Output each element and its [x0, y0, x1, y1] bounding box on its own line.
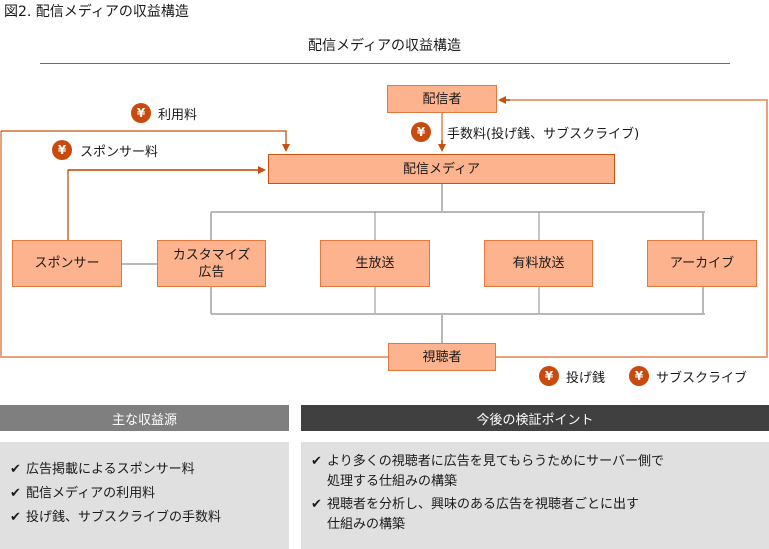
title-divider	[40, 63, 730, 64]
label-subscribe: サブスクライブ	[656, 371, 748, 386]
revenue-source-list: ✔ 広告掲載によるスポンサー料 ✔ 配信メディアの利用料 ✔ 投げ銭、サブスクライブの…	[0, 460, 289, 527]
figure-title: 図2. 配信メディアの収益構造	[4, 4, 189, 20]
check-icon: ✔	[10, 462, 21, 477]
verification-point-list: ✔ より多くの視聴者に広告を見てもらうためにサーバー側で 処理する仕組みの構築 ✔…	[301, 452, 769, 535]
node-viewer: 視聴者	[388, 343, 496, 371]
flow-line-usage-fee	[1, 130, 290, 152]
panel-left-header: 主な収益源	[0, 405, 289, 431]
panel-right-body: ✔ より多くの視聴者に広告を見てもらうためにサーバー側で 処理する仕組みの構築 ✔…	[301, 442, 769, 549]
check-icon: ✔	[10, 510, 21, 525]
list-item: ✔ 配信メディアの利用料	[0, 484, 289, 503]
label-tip: 投げ銭	[566, 371, 606, 386]
node-paid: 有料放送	[484, 240, 593, 287]
list-item-text: 広告掲載によるスポンサー料	[26, 462, 195, 477]
label-commission: 手数料(投げ銭、サブスクライブ)	[447, 127, 640, 142]
flow-line-viewer-usage-fee	[0, 131, 388, 358]
node-custom-ad: カスタマイズ 広告	[157, 240, 266, 287]
list-item-text: 配信メディアの利用料	[26, 486, 156, 501]
yen-icon: ¥	[629, 366, 649, 386]
list-item: ✔ 広告掲載によるスポンサー料	[0, 460, 289, 479]
list-item: ✔ より多くの視聴者に広告を見てもらうためにサーバー側で 処理する仕組みの構築	[301, 452, 769, 492]
list-item: ✔ 投げ銭、サブスクライブの手数料	[0, 508, 289, 527]
panel-right-header: 今後の検証ポイント	[301, 405, 769, 431]
node-live: 生放送	[320, 240, 430, 287]
label-sponsor-fee: スポンサー料	[80, 145, 159, 160]
list-item: ✔ 視聴者を分析し、興味のある広告を視聴者ごとに出す 仕組みの構築	[301, 495, 769, 535]
list-item-text: より多くの視聴者に広告を見てもらうためにサーバー側で 処理する仕組みの構築	[327, 454, 664, 489]
node-archive: アーカイブ	[647, 240, 757, 287]
check-icon: ✔	[311, 497, 322, 512]
yen-icon: ¥	[539, 366, 559, 386]
flow-line-viewer-to-distributor	[496, 99, 768, 358]
list-item-text: 視聴者を分析し、興味のある広告を視聴者ごとに出す 仕組みの構築	[327, 497, 640, 532]
diagram-title: 配信メディアの収益構造	[307, 38, 462, 54]
node-media: 配信メディア	[268, 154, 615, 184]
node-distributor: 配信者	[387, 85, 497, 113]
flow-line-sponsor-fee	[67, 166, 266, 240]
panel-left-body: ✔ 広告掲載によるスポンサー料 ✔ 配信メディアの利用料 ✔ 投げ銭、サブスクライブの…	[0, 442, 289, 549]
yen-icon: ¥	[131, 103, 151, 123]
connector-lines	[0, 96, 768, 358]
yen-icon: ¥	[411, 122, 431, 142]
label-usage-fee: 利用料	[158, 108, 198, 123]
list-item-text: 投げ銭、サブスクライブの手数料	[26, 510, 222, 525]
yen-icon: ¥	[52, 140, 72, 160]
check-icon: ✔	[311, 454, 322, 469]
node-sponsor: スポンサー	[12, 240, 122, 287]
check-icon: ✔	[10, 486, 21, 501]
